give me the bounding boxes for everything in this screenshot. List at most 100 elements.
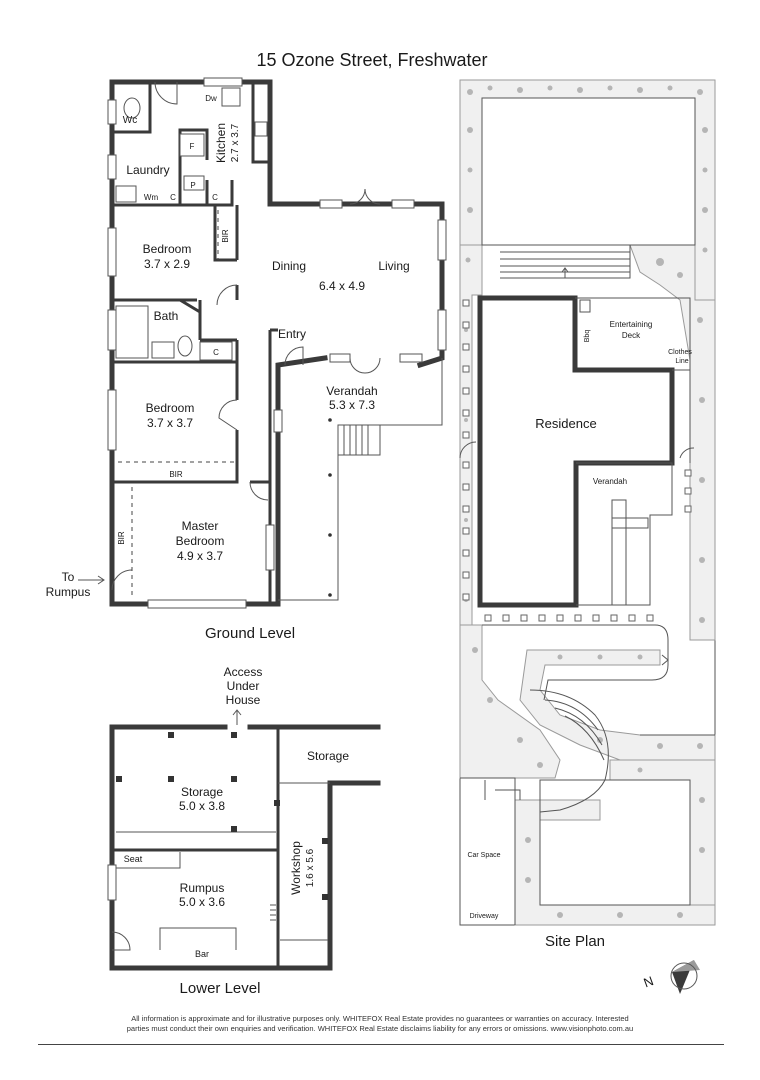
curved-front-steps xyxy=(500,689,609,813)
label-wm: Wm xyxy=(144,193,159,202)
kitchen-window xyxy=(203,77,243,87)
lower-level-plan: Access Under House Storage 5.0 x 3.8 Sto… xyxy=(107,665,381,997)
toilet-bath xyxy=(177,335,193,357)
label-bir-bedroom1: BIR xyxy=(221,229,230,243)
bath-cupboard xyxy=(199,341,233,361)
workshop-post xyxy=(322,894,328,900)
label-bath: Bath xyxy=(154,309,179,323)
verandah-doors xyxy=(349,357,381,374)
living-side-window-1 xyxy=(437,219,447,261)
side-gate-arc-1 xyxy=(459,441,477,459)
site-verandah-bench xyxy=(611,517,649,529)
label-verandah-dim: 5.3 x 7.3 xyxy=(329,398,375,412)
workshop-steps xyxy=(270,904,276,921)
verandah-steps xyxy=(337,425,381,456)
label-access-2: Under xyxy=(227,679,260,693)
label-dining: Dining xyxy=(272,259,306,273)
label-clothes-2: Line xyxy=(675,358,688,365)
disclaimer-text: All information is approximate and for i… xyxy=(60,1014,700,1034)
label-bbq: Bbq xyxy=(584,330,591,343)
front-path xyxy=(482,624,715,736)
laundry-window xyxy=(107,154,117,180)
living-window xyxy=(391,199,415,209)
verandah-post xyxy=(328,418,332,422)
label-access-1: Access xyxy=(224,665,263,679)
label-workshop-dim: 1.6 x 5.6 xyxy=(305,848,316,887)
label-to-rumpus-2: Rumpus xyxy=(46,585,91,599)
residence-outline xyxy=(477,295,675,608)
lower-outer-wall xyxy=(109,724,381,971)
label-kitchen-dim: 2.7 x 3.7 xyxy=(230,123,241,162)
label-cupboard-laundry: C xyxy=(170,193,176,202)
hedge-texture xyxy=(464,85,708,918)
label-master-2: Bedroom xyxy=(176,534,225,548)
label-workshop: Workshop xyxy=(289,841,303,895)
north-compass-icon: N xyxy=(641,960,700,994)
verandah-post xyxy=(328,473,332,477)
bedroom1-window xyxy=(107,227,117,277)
label-bedroom2-dim: 3.7 x 3.7 xyxy=(147,416,193,430)
hedge-right-garden xyxy=(629,244,716,641)
car-space-lines xyxy=(460,777,516,925)
label-residence: Residence xyxy=(535,416,596,431)
label-entertaining-2: Deck xyxy=(622,331,641,340)
site-plan: Residence Entertaining Deck Bbq Clothes … xyxy=(459,79,716,994)
storage-post xyxy=(231,776,237,782)
disclaimer-line-2: parties must conduct their own enquiries… xyxy=(126,1024,634,1033)
laundry-wall xyxy=(112,128,234,207)
toilet-wc xyxy=(123,97,141,119)
wc-window xyxy=(107,99,117,125)
label-bar: Bar xyxy=(195,949,209,959)
bedroom1-door-swing xyxy=(216,284,238,306)
storage-post xyxy=(231,732,237,738)
top-lawn xyxy=(481,97,696,246)
rumpus-window xyxy=(107,864,117,901)
label-clothes-1: Clothes xyxy=(668,349,692,356)
living-side-window-2 xyxy=(437,309,447,351)
bottom-lawn xyxy=(539,779,691,906)
section-site-plan: Site Plan xyxy=(545,933,605,950)
label-bir-bedroom2: BIR xyxy=(169,470,183,479)
label-bedroom2: Bedroom xyxy=(146,401,195,415)
kitchen-wall xyxy=(251,82,270,164)
hedge-bottom xyxy=(514,799,716,926)
site-verandah-ramp xyxy=(611,499,627,606)
garden-steps-arrow xyxy=(561,267,569,278)
label-pantry: P xyxy=(190,181,195,190)
master-side-window xyxy=(265,524,275,571)
back-door-swing xyxy=(154,81,178,105)
wc-wall xyxy=(112,82,152,134)
plan-title: 15 Ozone Street, Freshwater xyxy=(256,50,487,70)
master-window xyxy=(147,599,247,609)
label-bedroom1-dim: 3.7 x 2.9 xyxy=(144,257,190,271)
storage-post xyxy=(168,732,174,738)
ground-level-plan: Wc Laundry Kitchen 2.7 x 3.7 Dw F P C C … xyxy=(46,77,447,642)
entry-window xyxy=(273,409,283,433)
deck-outline xyxy=(575,297,691,463)
label-storage-side: Storage xyxy=(307,749,349,763)
bedroom2-wall xyxy=(112,362,239,484)
bath-window xyxy=(107,309,117,351)
disclaimer-line-1: All information is approximate and for i… xyxy=(131,1014,629,1023)
cooktop-fixture xyxy=(254,121,268,137)
verandah-post xyxy=(328,533,332,537)
dining-window xyxy=(319,199,343,209)
storage-post xyxy=(274,800,280,806)
label-bedroom1: Bedroom xyxy=(143,242,192,256)
label-kitchen: Kitchen xyxy=(214,123,228,163)
workshop-post xyxy=(322,838,328,844)
label-cupboard-bath: C xyxy=(213,348,219,357)
label-rumpus: Rumpus xyxy=(180,881,225,895)
bedroom2-window xyxy=(107,389,117,451)
label-dining-living-dim: 6.4 x 4.9 xyxy=(319,279,365,293)
label-to-rumpus-1: To xyxy=(62,570,75,584)
label-site-verandah: Verandah xyxy=(593,477,627,486)
lower-storage-line xyxy=(278,782,330,941)
label-storage-dim: 5.0 x 3.8 xyxy=(179,799,225,813)
label-master-dim: 4.9 x 3.7 xyxy=(177,549,223,563)
fridge-space xyxy=(179,133,205,157)
laundry-tub xyxy=(115,185,137,203)
pantry-space xyxy=(183,175,205,191)
label-rumpus-dim: 5.0 x 3.6 xyxy=(179,895,225,909)
